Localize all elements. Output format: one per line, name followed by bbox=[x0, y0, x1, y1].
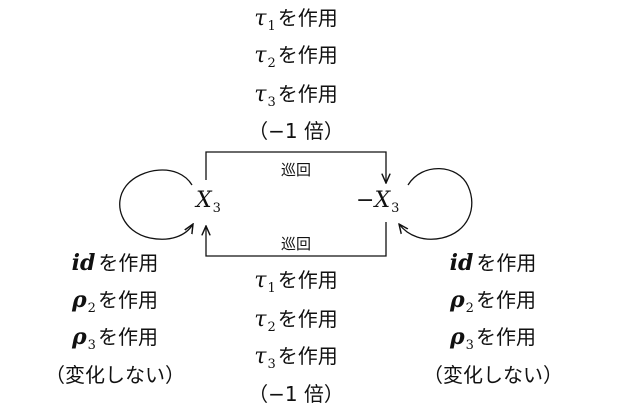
right-self-loop bbox=[399, 167, 473, 240]
bottom-arrow bbox=[206, 222, 387, 257]
bottom-op-note: （−1 倍） bbox=[248, 382, 344, 406]
top-edge-label: 巡回 bbox=[280, 161, 312, 179]
top-arrow bbox=[205, 151, 386, 183]
left-op-note: （変化しない） bbox=[45, 363, 185, 387]
node-x3: X3 bbox=[196, 188, 221, 216]
right-op-note: （変化しない） bbox=[423, 363, 563, 387]
bottom-edge-label: 巡回 bbox=[280, 235, 312, 253]
top-op-note: （−1 倍） bbox=[248, 119, 344, 143]
left-self-loop bbox=[119, 169, 193, 240]
node-neg-x3: −X3 bbox=[356, 188, 400, 216]
